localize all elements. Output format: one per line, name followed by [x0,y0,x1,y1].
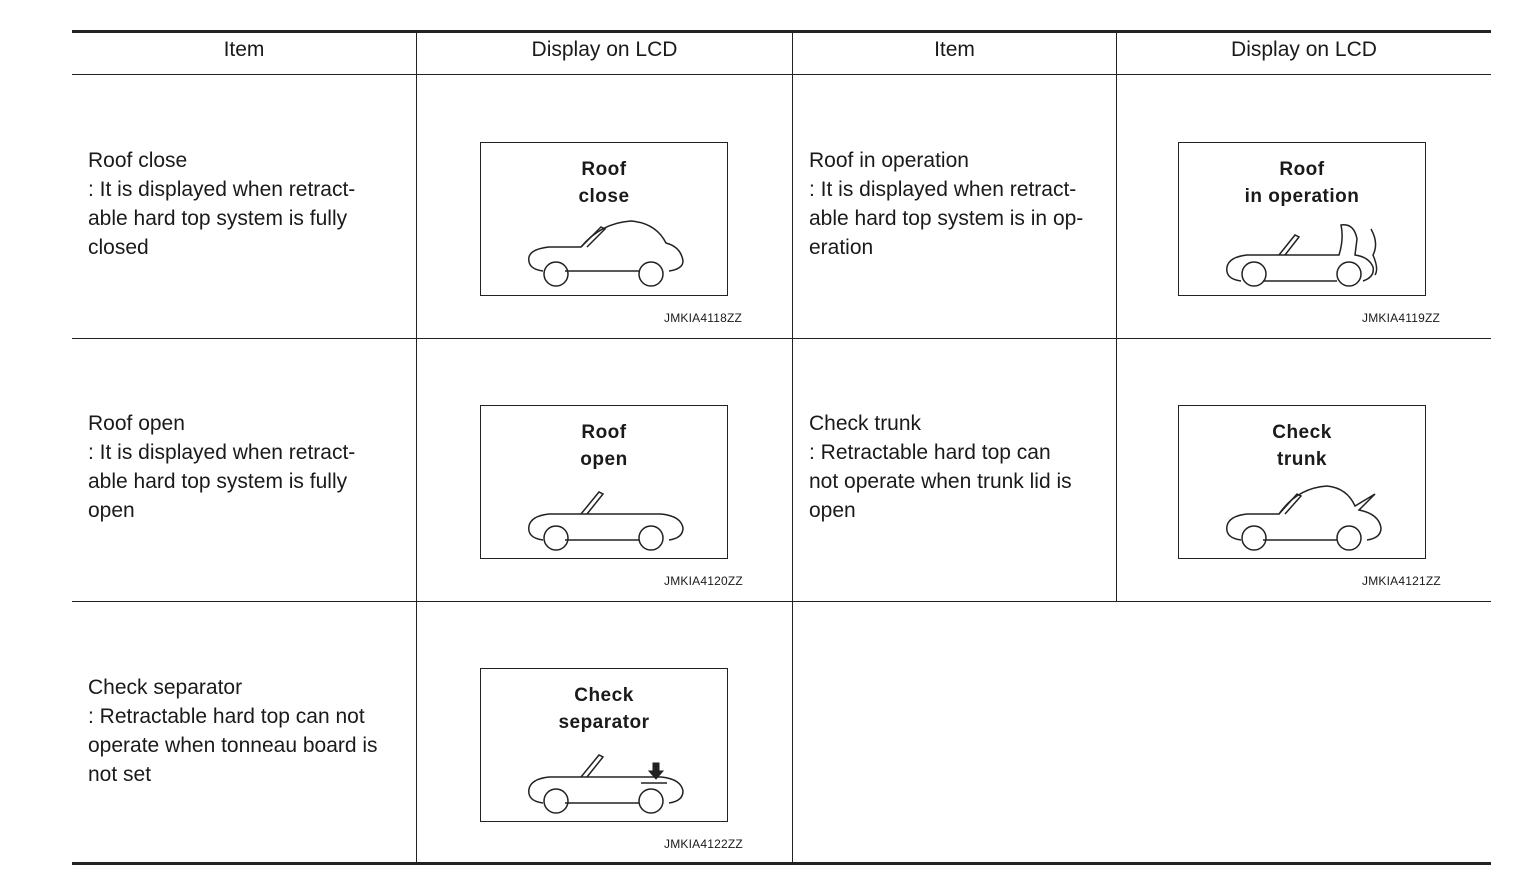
figure-code: JMKIA4122ZZ [664,837,743,851]
lcd-label: Roof open [580,422,628,470]
car-roof-open-icon [528,491,684,551]
header-display-2: Display on LCD [1231,38,1377,61]
header-display-1: Display on LCD [531,38,678,61]
item-description: Roof close : It is displayed when retrac… [88,149,356,259]
lcd-label: Roof close [578,159,630,207]
table-top-border [72,30,1491,33]
column-divider-2 [792,33,793,863]
item-description: Check separator : Retractable hard top c… [88,676,378,786]
item-description: Roof in operation : It is displayed when… [809,149,1084,259]
figure-code: JMKIA4121ZZ [1362,574,1441,588]
car-roof-operating-icon [1226,224,1378,287]
column-divider-1 [416,33,417,863]
figure-code: JMKIA4120ZZ [664,574,743,588]
figure-code: JMKIA4118ZZ [664,311,743,325]
car-trunk-open-icon [1226,485,1382,551]
lcd-label: Check separator [558,685,650,733]
figure-code: JMKIA4119ZZ [1362,311,1441,325]
row-1-bottom-border [72,338,1491,339]
table-bottom-border [72,862,1491,865]
header-bottom-border [72,74,1491,75]
header-item-2: Item [934,38,975,61]
lcd-display-check-separator: Check separator [480,668,728,822]
lcd-display-check-trunk: Check trunk [1178,405,1426,559]
item-description: Check trunk : Retractable hard top can n… [809,412,1072,522]
header-item-1: Item [223,38,265,61]
lcd-display-roof-in-operation: Roof in operation [1178,142,1426,296]
lcd-display-roof-open: Roof open [480,405,728,559]
item-description: Roof open : It is displayed when retract… [88,412,356,522]
lcd-display-roof-close: Roof close [480,142,728,296]
lcd-label: Check trunk [1272,422,1332,470]
column-divider-3 [1116,33,1117,602]
car-roof-closed-icon [528,220,684,287]
car-separator-icon [528,754,684,814]
lcd-label: Roof in operation [1244,159,1360,207]
row-2-bottom-border [72,601,1491,602]
